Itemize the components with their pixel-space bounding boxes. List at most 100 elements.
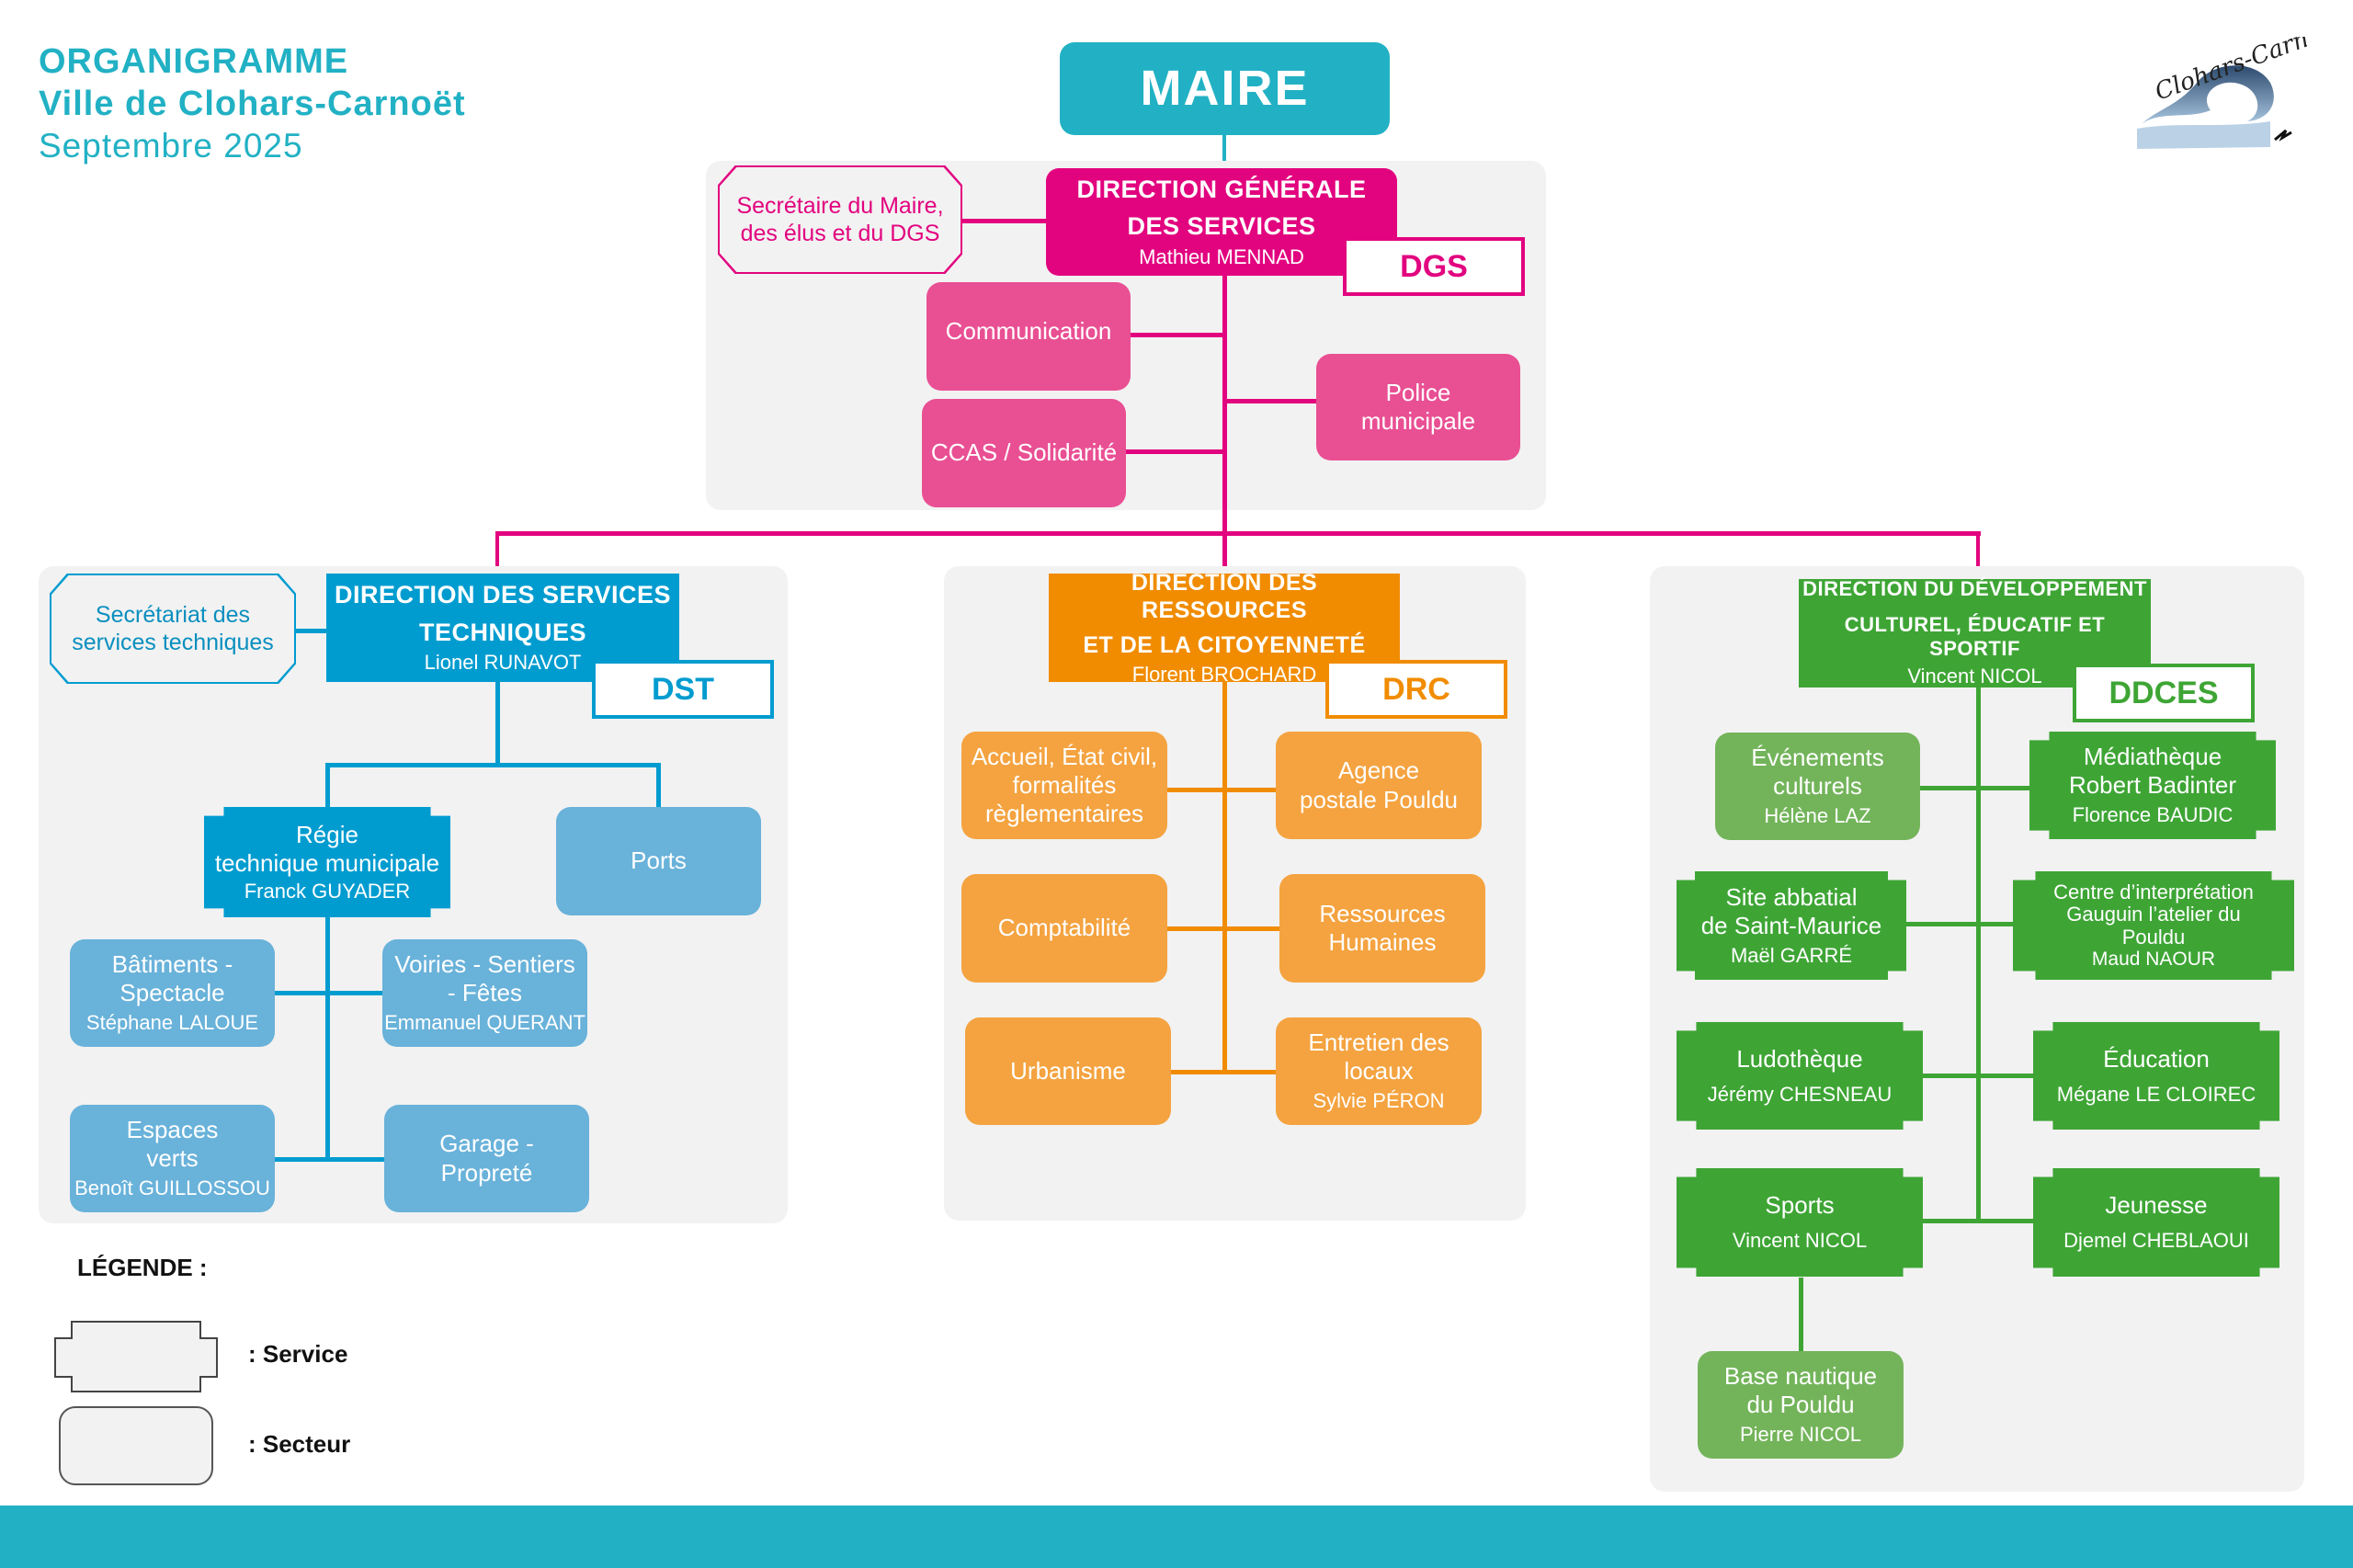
base-nautique-box[interactable]: Base nautique du Pouldu Pierre NICOL: [1698, 1351, 1904, 1459]
batiments-line1: Bâtiments -: [111, 950, 233, 979]
maire-box[interactable]: MAIRE: [1060, 42, 1390, 135]
dst-secretary-line2: services techniques: [72, 630, 274, 655]
batiments-head: Stéphane LALOUE: [85, 1011, 259, 1035]
connector-drc-trunk: [1222, 680, 1227, 1074]
entretien-line2: locaux: [1344, 1057, 1414, 1085]
voiries-line2: - Fêtes: [448, 979, 522, 1007]
police-label-line1: Police: [1385, 378, 1451, 406]
agence-postale-line2: postale Pouldu: [1299, 785, 1459, 813]
drc-tag: DRC: [1325, 660, 1507, 719]
ddces-tag: DDCES: [2073, 664, 2255, 722]
connector-ddces-row2: [1904, 922, 2015, 926]
centre-gauguin-line2: Gauguin l’atelier du: [2066, 903, 2241, 926]
mediatheque-box[interactable]: Médiathèque Robert Badinter Florence BAU…: [2029, 732, 2276, 839]
evenements-line1: Événements: [1751, 744, 1884, 772]
comptabilite-box[interactable]: Comptabilité: [961, 874, 1167, 983]
urbanisme-box[interactable]: Urbanisme: [965, 1017, 1171, 1125]
connector-police: [1224, 399, 1316, 403]
drc-head: Florent BROCHARD: [1131, 662, 1317, 686]
garage-line1: Garage -: [439, 1130, 534, 1158]
entretien-head: Sylvie PÉRON: [1313, 1089, 1445, 1113]
education-label: Éducation: [2103, 1044, 2210, 1073]
dgs-title-line1: DIRECTION GÉNÉRALE: [1076, 175, 1367, 203]
dst-head: Lionel RUNAVOT: [424, 651, 582, 675]
connector-regie-trunk: [325, 915, 330, 1159]
dst-title-line2: TECHNIQUES: [418, 618, 587, 646]
communication-box[interactable]: Communication: [926, 282, 1131, 391]
garage-line2: Propreté: [440, 1158, 533, 1187]
connector-dst-split: [325, 763, 660, 767]
connector-to-drc: [1222, 531, 1226, 575]
base-nautique-head: Pierre NICOL: [1739, 1423, 1862, 1447]
site-abbatial-box[interactable]: Site abbatial de Saint-Maurice Maël GARR…: [1677, 871, 1906, 980]
espaces-verts-box[interactable]: Espaces verts Benoît GUILLOSSOU: [70, 1105, 275, 1212]
evenements-head: Hélène LAZ: [1764, 804, 1871, 828]
dst-secretary-line1: Secrétariat des: [95, 602, 251, 628]
site-abbatial-line2: de Saint-Maurice: [1700, 911, 1882, 939]
regie-head: Franck GUYADER: [244, 879, 411, 903]
connector-drc-row2: [1167, 926, 1279, 931]
garage-box[interactable]: Garage - Propreté: [384, 1105, 589, 1212]
accueil-line3: règlementaires: [985, 800, 1143, 828]
police-box[interactable]: Police municipale: [1316, 354, 1520, 460]
mediatheque-line2: Robert Badinter: [2068, 771, 2237, 800]
base-nautique-line2: du Pouldu: [1746, 1391, 1855, 1419]
ddces-title-line2: CULTUREL, ÉDUCATIF ET SPORTIF: [1844, 612, 2106, 660]
legend-service-label: : Service: [248, 1340, 348, 1368]
regie-box[interactable]: Régie technique municipale Franck GUYADE…: [204, 807, 450, 917]
regie-line1: Régie: [296, 820, 358, 848]
connector-regie-row2: [274, 1157, 386, 1162]
sports-box[interactable]: Sports Vincent NICOL: [1677, 1168, 1923, 1277]
batiments-line2: Spectacle: [119, 979, 225, 1007]
dgs-secretary-box[interactable]: Secrétaire du Maire, des élus et du DGS: [718, 165, 962, 274]
centre-gauguin-box[interactable]: Centre d’interprétation Gauguin l’atelie…: [2013, 871, 2294, 980]
ludotheque-head: Jérémy CHESNEAU: [1707, 1082, 1893, 1106]
connector-ddces-trunk: [1976, 686, 1981, 1222]
connector-communication: [1131, 333, 1224, 337]
regie-line2: technique municipale: [214, 848, 440, 877]
ludotheque-box[interactable]: Ludothèque Jérémy CHESNEAU: [1677, 1022, 1923, 1130]
connector-ddces-row4: [1922, 1219, 2034, 1223]
page-subtitle: Ville de Clohars-Carnoët: [39, 85, 466, 123]
sports-label: Sports: [1765, 1191, 1835, 1220]
entretien-box[interactable]: Entretien des locaux Sylvie PÉRON: [1276, 1017, 1482, 1125]
page-date: Septembre 2025: [39, 127, 303, 165]
rh-line1: Ressources: [1319, 899, 1446, 927]
legend-service-shape: [53, 1320, 219, 1393]
dst-secretary-box[interactable]: Secrétariat des services techniques: [50, 574, 296, 684]
drc-title-line2: ET DE LA CITOYENNETÉ: [1083, 631, 1366, 658]
dgs-header-box[interactable]: DIRECTION GÉNÉRALE DES SERVICES Mathieu …: [1046, 168, 1397, 276]
ddces-header-box[interactable]: DIRECTION DU DÉVELOPPEMENT CULTUREL, ÉDU…: [1799, 577, 2151, 687]
connector-ddces-row3: [1922, 1074, 2034, 1078]
education-box[interactable]: Éducation Mégane LE CLOIREC: [2033, 1022, 2279, 1130]
connector-dst-regie: [325, 763, 330, 811]
connector-sports-base: [1799, 1278, 1803, 1355]
voiries-box[interactable]: Voiries - Sentiers - Fêtes Emmanuel QUER…: [382, 939, 587, 1047]
ressources-humaines-box[interactable]: Ressources Humaines: [1279, 874, 1485, 983]
centre-gauguin-line3: Pouldu: [2121, 925, 2186, 949]
connector-drc-row3: [1171, 1070, 1278, 1074]
ccas-box[interactable]: CCAS / Solidarité: [922, 399, 1126, 507]
ccas-label: CCAS / Solidarité: [930, 438, 1118, 467]
jeunesse-box[interactable]: Jeunesse Djemel CHEBLAOUI: [2033, 1168, 2279, 1277]
rh-line2: Humaines: [1328, 928, 1437, 956]
police-label-line2: municipale: [1360, 407, 1476, 435]
dst-header-box[interactable]: DIRECTION DES SERVICES TECHNIQUES Lionel…: [326, 574, 679, 682]
svg-text:Clohars-Carnoët: Clohars-Carnoët: [2152, 37, 2307, 107]
connector-to-dst: [495, 531, 499, 575]
drc-title-line1: DIRECTION DES RESSOURCES: [1131, 569, 1318, 623]
batiments-box[interactable]: Bâtiments - Spectacle Stéphane LALOUE: [70, 939, 275, 1047]
agence-postale-box[interactable]: Agence postale Pouldu: [1276, 732, 1482, 839]
wave-logo-icon: Clohars-Carnoët: [2123, 12, 2348, 165]
legend-title: LÉGENDE :: [77, 1254, 208, 1281]
evenements-culturels-box[interactable]: Événements culturels Hélène LAZ: [1715, 733, 1920, 840]
education-head: Mégane LE CLOIREC: [2056, 1082, 2256, 1106]
accueil-box[interactable]: Accueil, État civil, formalités règlemen…: [961, 732, 1167, 839]
ports-box[interactable]: Ports: [556, 807, 761, 915]
dgs-tag: DGS: [1343, 237, 1525, 296]
ddces-title-line1: DIRECTION DU DÉVELOPPEMENT: [1802, 577, 2147, 601]
legend-secteur-shape: [59, 1406, 213, 1485]
espaces-verts-line1: Espaces: [126, 1116, 219, 1144]
voiries-line1: Voiries - Sentiers: [394, 950, 575, 979]
legend-secteur-label: : Secteur: [248, 1430, 351, 1458]
